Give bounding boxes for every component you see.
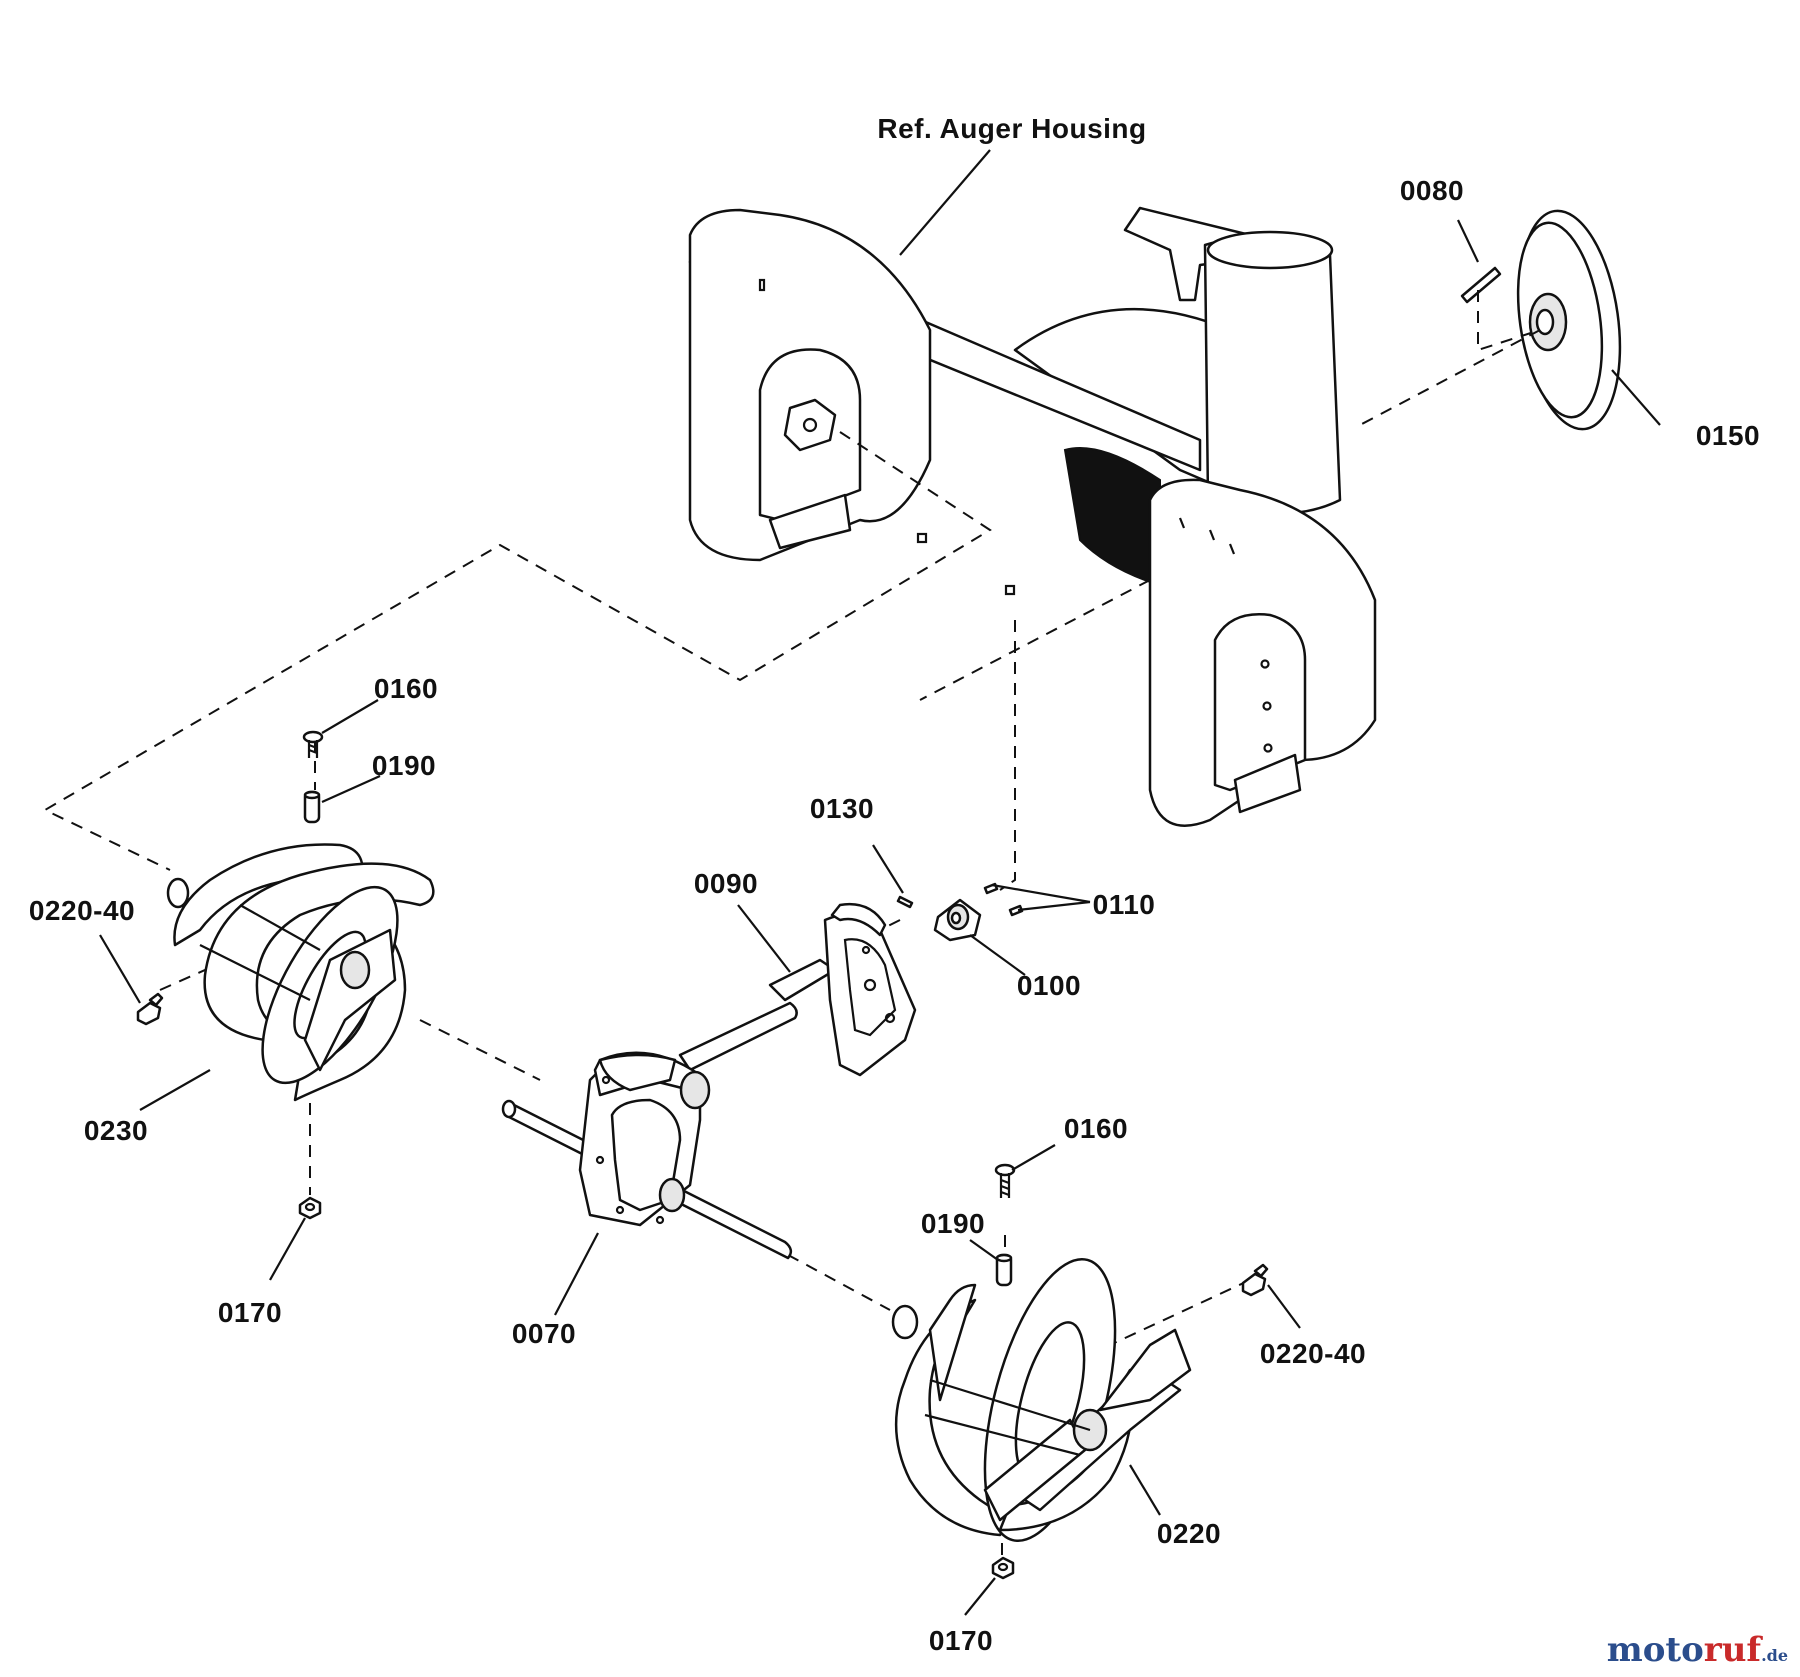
nut-left: [298, 1196, 322, 1220]
label-0170-left: 0170: [218, 1297, 282, 1328]
label-0150: 0150: [1696, 420, 1760, 451]
bearing-flange: [933, 898, 982, 942]
label-0160-top: 0160: [374, 673, 438, 704]
label-0100: 0100: [1017, 970, 1081, 1001]
grease-fitting-right: [1241, 1263, 1269, 1297]
pulley: [1516, 209, 1622, 431]
label-0110: 0110: [1093, 889, 1156, 920]
label-0230: 0230: [84, 1115, 148, 1146]
watermark-part-c: .de: [1761, 1646, 1788, 1665]
part-labels: Ref. Auger Housing 0080 0150 0160 0190 0…: [29, 113, 1760, 1656]
label-0220-40-right: 0220-40: [1260, 1338, 1366, 1369]
watermark-part-a: moto: [1606, 1630, 1704, 1670]
spacer-top: [303, 790, 321, 824]
left-auger: [166, 843, 435, 1102]
label-0130: 0130: [810, 793, 874, 824]
key: [1460, 266, 1502, 304]
grease-fitting-left: [136, 992, 164, 1026]
label-0160-bottom: 0160: [1064, 1113, 1128, 1144]
label-0220: 0220: [1157, 1518, 1221, 1549]
leader-lines: [99, 149, 1661, 1616]
pin: [896, 895, 914, 909]
label-0190-top: 0190: [372, 750, 436, 781]
label-0090: 0090: [694, 868, 758, 899]
label-0080: 0080: [1400, 175, 1464, 206]
watermark-part-b: ruf: [1703, 1630, 1762, 1670]
label-0170-bottom: 0170: [929, 1625, 993, 1656]
right-auger: [891, 1257, 1192, 1543]
bolt-top: [302, 730, 324, 758]
label-0070: 0070: [512, 1318, 576, 1349]
label-auger-housing: Ref. Auger Housing: [877, 113, 1146, 144]
watermark-logo: motoruf.de: [1607, 1630, 1788, 1670]
impeller: [768, 902, 917, 1077]
label-0220-40-left: 0220-40: [29, 895, 135, 926]
spacer-bottom: [995, 1253, 1013, 1287]
label-0190-bottom: 0190: [921, 1208, 985, 1239]
gearbox: [578, 1051, 711, 1227]
auger-housing: [688, 206, 1377, 827]
bolt-bottom: [994, 1163, 1016, 1198]
nut-bottom: [991, 1556, 1015, 1580]
